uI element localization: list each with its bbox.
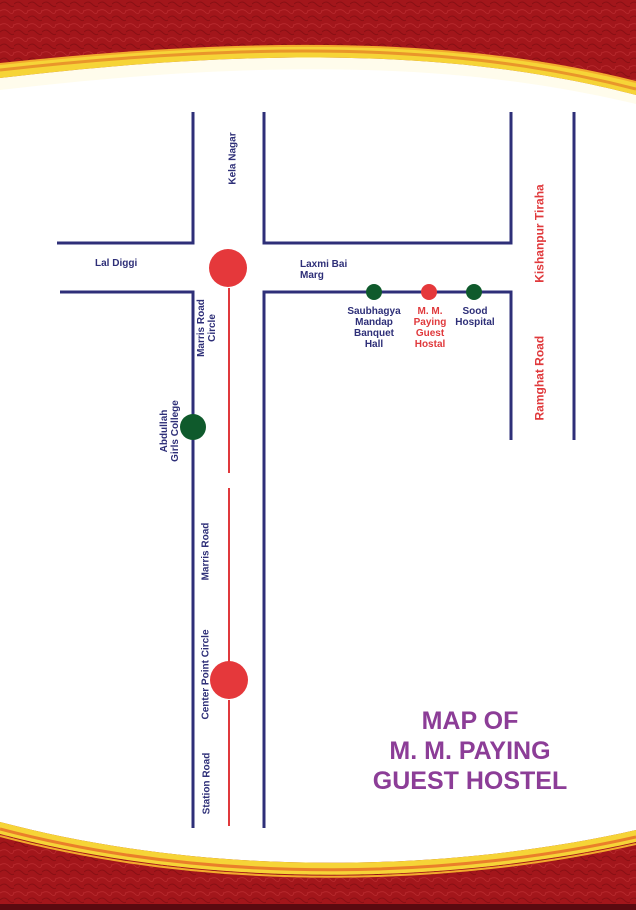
- center-point-circle-label: Center Point Circle: [200, 629, 212, 720]
- marris-road-circle-marker: [209, 249, 247, 287]
- marris-road-label: Marris Road: [200, 522, 212, 581]
- road-kela-nagar-east: [262, 112, 513, 245]
- sood-hospital-label: Sood Hospital: [455, 306, 495, 328]
- marris-road-circle-label: Marris Road Circle: [196, 299, 218, 357]
- abdullah-college-label: Abdullah Girls College: [159, 400, 181, 462]
- mm-hostel-label: M. M. Paying Guest Hostal: [413, 306, 447, 350]
- road-network: [57, 112, 576, 828]
- kela-nagar-label: Kela Nagar: [227, 132, 239, 185]
- sood-hospital-marker: [466, 284, 482, 300]
- map-title-line: M. M. PAYING: [389, 737, 551, 765]
- saubhagya-marker: [366, 284, 382, 300]
- top-banner: [0, 0, 636, 104]
- lal-diggi-label: Lal Diggi: [95, 258, 138, 269]
- road-laxmi-bai-marg: [262, 290, 513, 828]
- ramghat-road-label: Ramghat Road: [532, 335, 547, 421]
- kishanpur-tiraha-label: Kishanpur Tiraha: [532, 184, 547, 283]
- map-title-line: MAP OF: [421, 707, 519, 735]
- abdullah-college-marker: [180, 414, 206, 440]
- station-road-label: Station Road: [201, 752, 213, 815]
- map-title: MAP OF M. M. PAYING GUEST HOSTEL: [340, 706, 600, 796]
- bottom-banner: [0, 822, 636, 910]
- road-lal-diggi-lower: [60, 290, 195, 828]
- map-title-line: GUEST HOSTEL: [372, 767, 568, 795]
- laxmi-bai-marg-label: Laxmi Bai Marg: [300, 259, 348, 281]
- saubhagya-label: Saubhagya Mandap Banquet Hall: [347, 306, 401, 350]
- mm-hostel-marker: [421, 284, 437, 300]
- center-point-circle-marker: [210, 661, 248, 699]
- road-lal-diggi-upper: [57, 112, 195, 245]
